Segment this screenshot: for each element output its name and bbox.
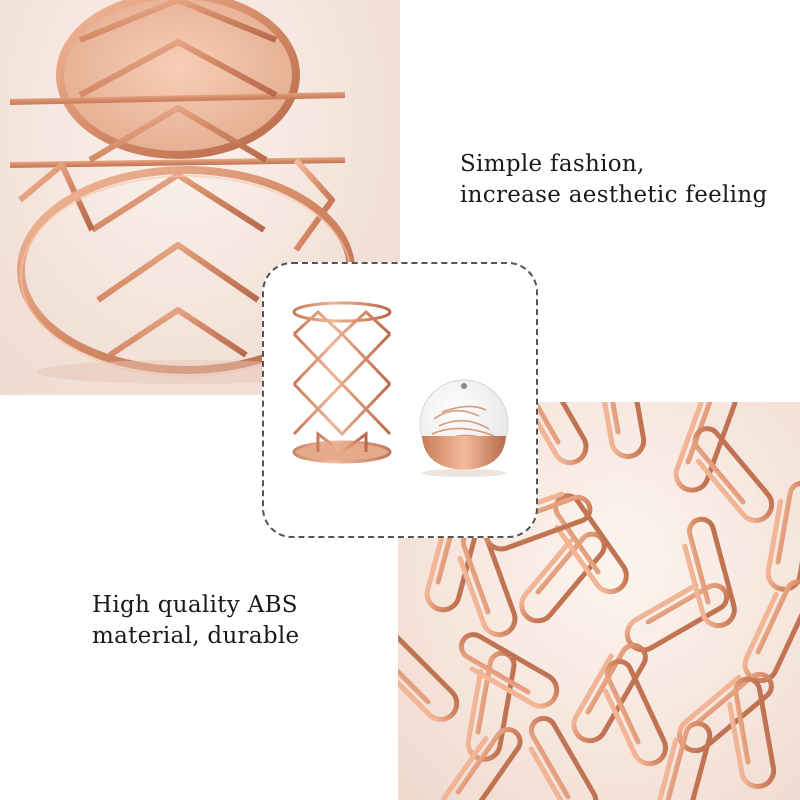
caption-bottom: High quality ABS material, durable <box>92 592 300 649</box>
caption-top: Simple fashion, increase aesthetic feeli… <box>460 151 768 208</box>
product-thumbnail-card <box>262 262 538 538</box>
pen-holder-cup <box>292 301 392 464</box>
paperclip-dispenser <box>419 379 509 477</box>
product-set-illustration <box>292 301 509 477</box>
pen-holder-wire-illustration <box>9 0 355 384</box>
pen-holder-closeup-image <box>0 0 400 395</box>
